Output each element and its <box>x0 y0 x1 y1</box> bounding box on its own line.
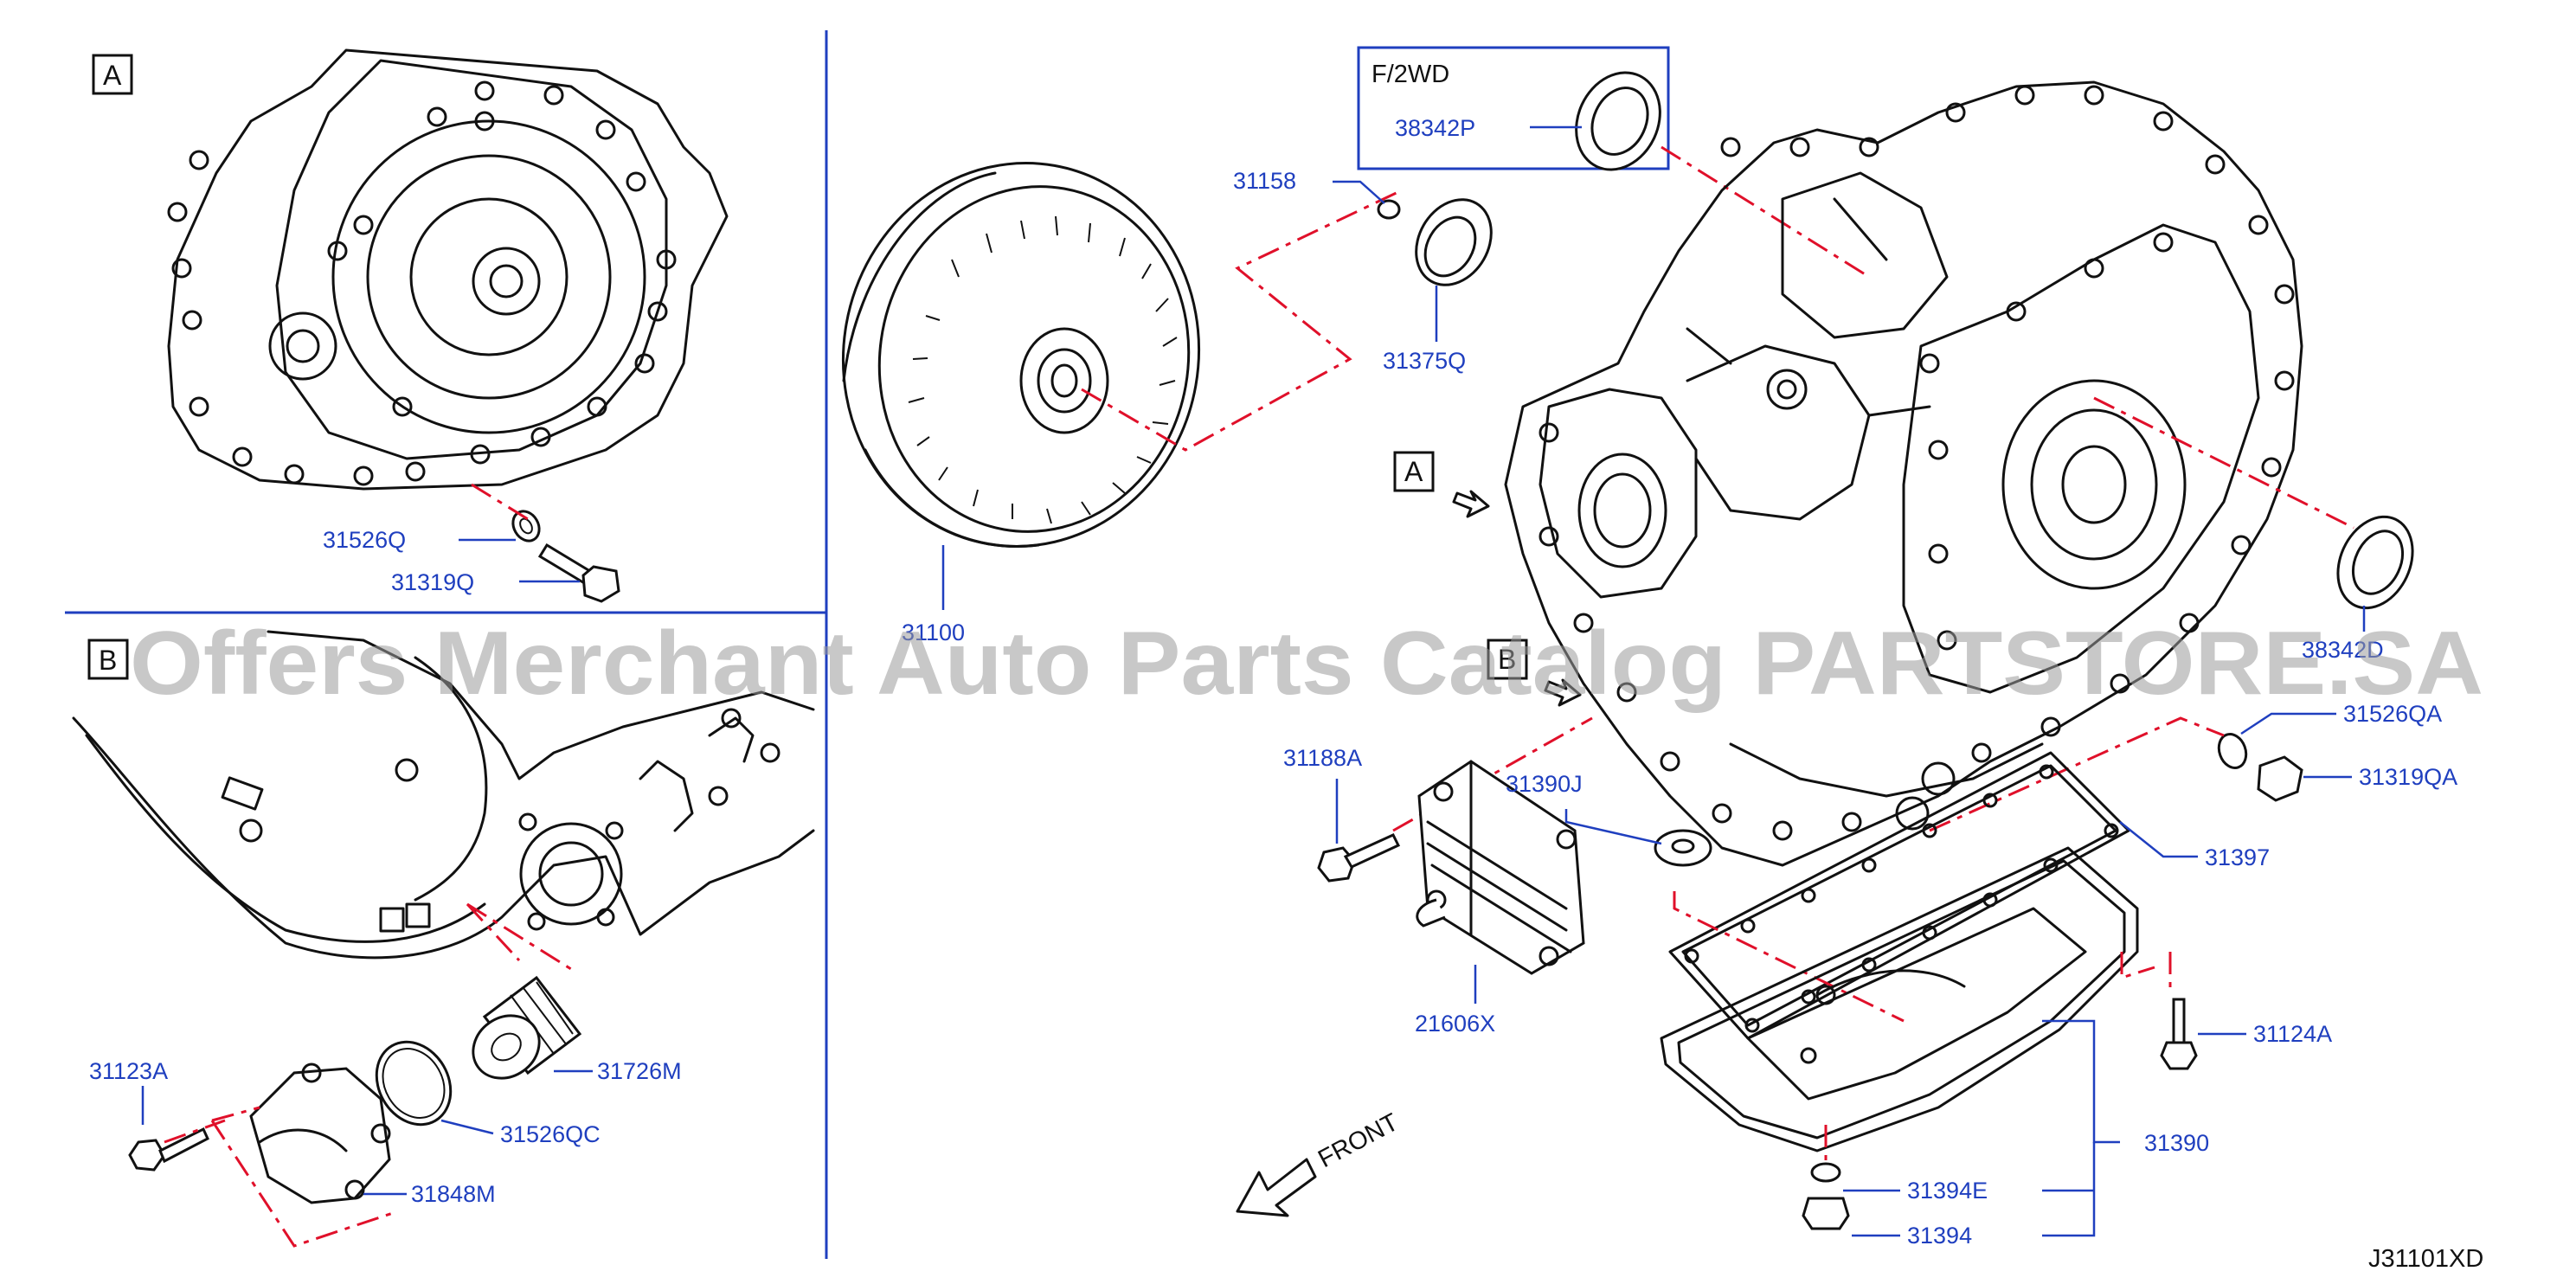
part-31100-torque-converter <box>841 161 1201 549</box>
transaxle-body <box>1504 80 2303 867</box>
leader-dash-b5 <box>164 1119 226 1144</box>
label-31123A[interactable]: 31123A <box>89 1058 168 1084</box>
leader-31397 <box>2119 821 2198 858</box>
leader-31158 <box>1333 180 1385 204</box>
part-31188A-bolt <box>1317 833 1401 883</box>
label-31397[interactable]: 31397 <box>2205 844 2270 870</box>
leader-31390-b <box>2042 1142 2096 1237</box>
label-31390J[interactable]: 31390J <box>1506 771 1583 797</box>
part-31526Q-washer <box>511 510 541 542</box>
label-31319Q[interactable]: 31319Q <box>391 569 474 595</box>
label-31526QA[interactable]: 31526QA <box>2343 701 2442 727</box>
part-31848M-cover <box>249 1063 391 1204</box>
label-31319QA[interactable]: 31319QA <box>2359 764 2457 790</box>
part-31394E-washer <box>1810 1162 1841 1183</box>
part-38342D-seal <box>2336 515 2414 610</box>
label-31100[interactable]: 31100 <box>902 620 965 645</box>
variant-box-title: F/2WD <box>1372 61 1449 88</box>
watermark-text: Offers Merchant Auto Parts Catalog PARTS… <box>130 613 2483 714</box>
part-31397-gasket <box>1668 751 2130 1040</box>
leader-dash-b4 <box>211 1106 260 1122</box>
front-arrow-label: FRONT <box>1314 1108 1403 1173</box>
part-31158-oring <box>1377 199 1401 220</box>
label-31726M[interactable]: 31726M <box>597 1058 682 1084</box>
label-31394[interactable]: 31394 <box>1907 1223 1972 1249</box>
leader-31526QA <box>2240 712 2336 735</box>
part-31319QA-plug <box>2257 755 2303 802</box>
part-31319Q-bolt <box>537 542 620 603</box>
part-31394-drain-plug <box>1802 1197 1850 1230</box>
label-31526Q[interactable]: 31526Q <box>323 527 406 553</box>
variant-box-f2wd: F/2WD 38342P <box>1357 46 1670 171</box>
leader-dash-31188A <box>1392 716 1593 832</box>
leader-dash-31526QA <box>1929 716 2225 832</box>
label-21606X[interactable]: 21606X <box>1415 1011 1495 1037</box>
label-38342D[interactable]: 38342D <box>2302 637 2384 663</box>
label-31158[interactable]: 31158 <box>1233 168 1296 194</box>
main-view-a-box <box>1393 451 1435 492</box>
label-31526QC[interactable]: 31526QC <box>500 1121 601 1147</box>
front-arrow: FRONT <box>1236 1108 1404 1217</box>
leader-dash-b3 <box>210 1120 399 1248</box>
main-view-b-letter: B <box>1498 644 1516 675</box>
view-a-letter: A <box>103 60 122 91</box>
part-31375Q-seal <box>1415 198 1493 286</box>
part-31124A-bolt <box>2160 998 2198 1070</box>
part-31123A-bolt <box>128 1127 209 1172</box>
part-31390J-washer <box>1654 829 1712 867</box>
leader-31526QC <box>440 1119 494 1135</box>
diagram-code: J31101XD <box>2368 1245 2483 1273</box>
leader-dash-38342P <box>1661 145 1870 279</box>
label-31390[interactable]: 31390 <box>2144 1130 2209 1156</box>
main-view-b-box <box>1487 639 1528 680</box>
label-31188A[interactable]: 31188A <box>1283 745 1362 771</box>
label-31124A[interactable]: 31124A <box>2253 1021 2332 1047</box>
leader-dash-gasket <box>1673 891 1905 1023</box>
leader-dash-a1 <box>471 483 529 521</box>
view-b-box <box>87 639 129 680</box>
main-view-a-letter: A <box>1404 456 1423 487</box>
label-31394E[interactable]: 31394E <box>1907 1178 1988 1204</box>
view-a-housing: A <box>92 48 729 491</box>
leader-31390J <box>1564 809 1662 845</box>
part-31526QA-washer <box>2217 733 2248 769</box>
view-b-arrow-icon <box>1544 678 1582 707</box>
part-31390-oil-pan <box>1660 846 2139 1152</box>
leader-dash-converter <box>1081 189 1403 452</box>
view-b-letter: B <box>99 645 117 676</box>
part-21606X-cooler <box>1416 760 1585 975</box>
label-38342P[interactable]: 38342P <box>1395 115 1475 141</box>
leader-dash-b2 <box>466 902 521 962</box>
view-a-box <box>92 54 133 95</box>
leader-dash-b1 <box>466 902 572 971</box>
label-31848M[interactable]: 31848M <box>411 1181 496 1207</box>
view-a-arrow-icon <box>1452 490 1490 518</box>
part-31726M-filter <box>472 975 582 1080</box>
leader-dash-31124A <box>2120 952 2172 995</box>
label-31375Q[interactable]: 31375Q <box>1383 348 1466 374</box>
leader-dash-38342D <box>2093 396 2354 530</box>
front-arrow-icon <box>1236 1158 1317 1217</box>
leader-31390-a <box>2042 1019 2120 1144</box>
part-31526QC-oring <box>375 1040 453 1127</box>
view-b-housing: B <box>72 630 815 960</box>
